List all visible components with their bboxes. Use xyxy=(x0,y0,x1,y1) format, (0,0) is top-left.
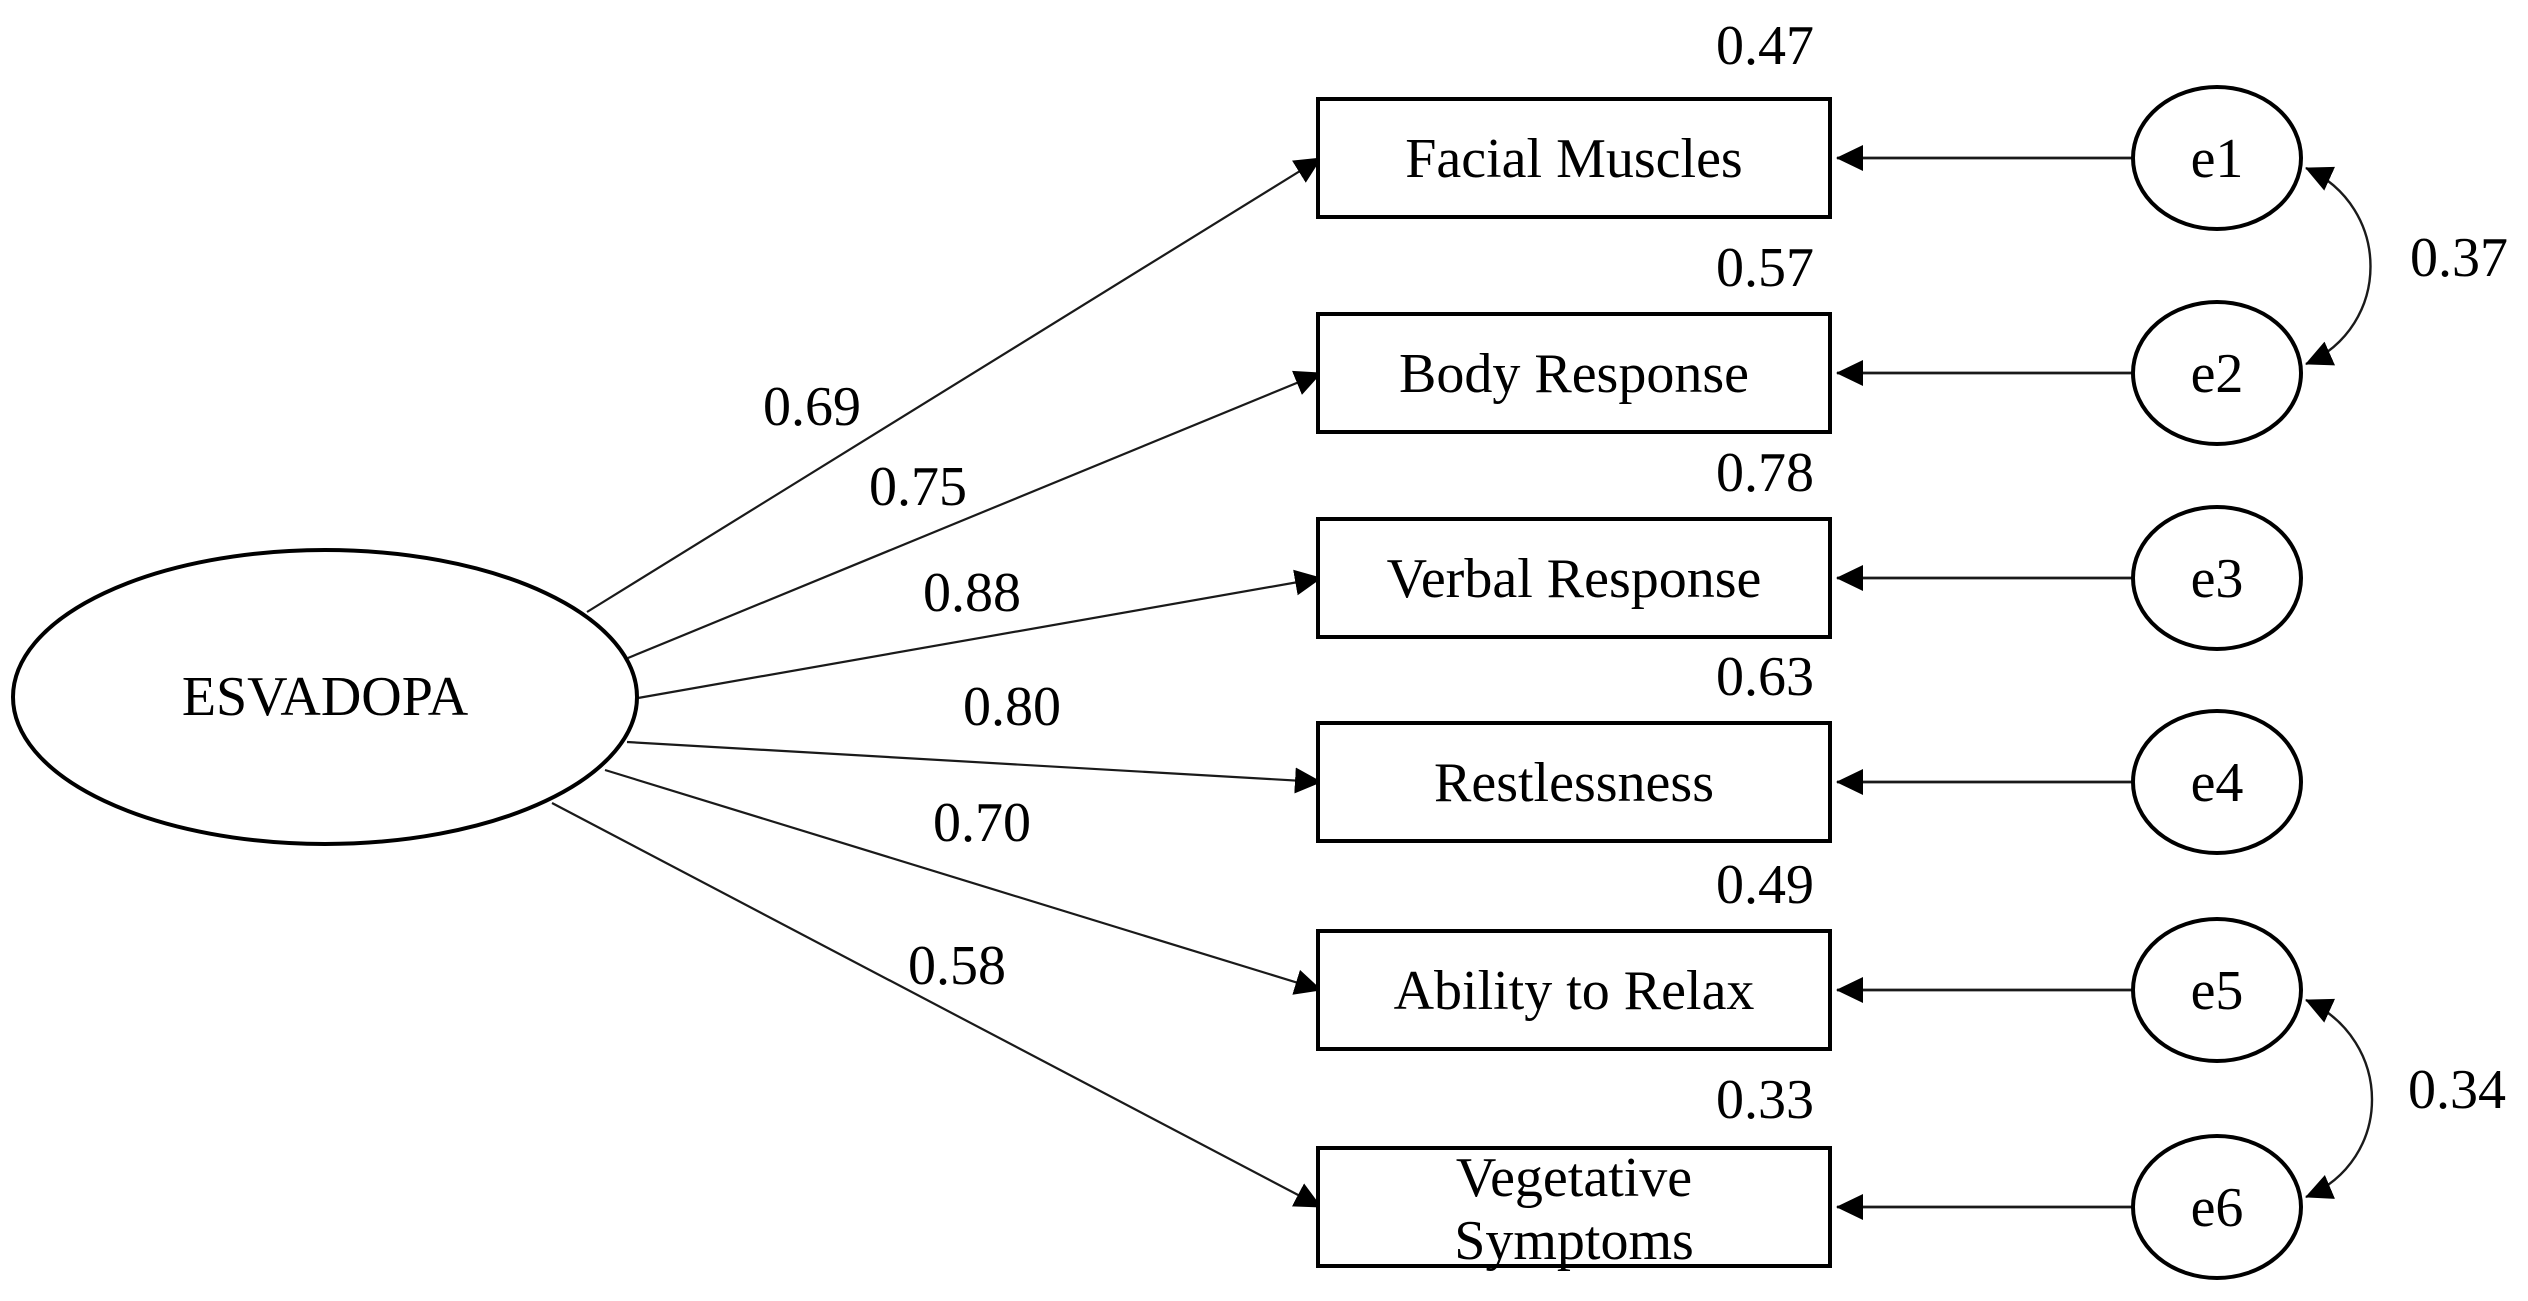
r2-value-labels: 0.47 0.57 0.78 0.63 0.49 0.33 xyxy=(1716,15,1814,1131)
loading-path-facial-muscles xyxy=(586,157,1322,613)
loading-value-restlessness: 0.80 xyxy=(963,676,1061,738)
indicator-label-body-response: Body Response xyxy=(1399,343,1749,405)
error-label-e2: e2 xyxy=(2191,343,2244,405)
latent-ellipse xyxy=(11,548,639,846)
loading-path-ability-to-relax xyxy=(604,768,1322,995)
loading-value-ability-to-relax: 0.70 xyxy=(933,792,1031,854)
indicator-box-facial-muscles xyxy=(1316,97,1832,219)
indicator-label-ability-to-relax: Ability to Relax xyxy=(1394,960,1755,1022)
indicator-box-body-response xyxy=(1316,312,1832,434)
error-circle-e4 xyxy=(2131,709,2303,855)
error-circle-e6 xyxy=(2131,1134,2303,1280)
r2-value-body-response: 0.57 xyxy=(1716,237,1814,299)
loading-path-restlessness xyxy=(626,740,1322,794)
latent-label: ESVADOPA xyxy=(182,666,469,728)
indicator-label-restlessness: Restlessness xyxy=(1434,752,1714,814)
loading-path-verbal-response xyxy=(637,569,1322,700)
covariance-arc-e5-e6 xyxy=(2305,998,2374,1199)
error-circle-e3 xyxy=(2131,505,2303,651)
r2-value-verbal-response: 0.78 xyxy=(1716,442,1814,504)
indicator-box-verbal-response xyxy=(1316,517,1832,639)
error-label-e4: e4 xyxy=(2191,752,2244,814)
indicator-label-vegetative-symptoms-line1: Vegetative xyxy=(1456,1147,1692,1209)
loading-value-facial-muscles: 0.69 xyxy=(763,376,861,438)
loading-value-body-response: 0.75 xyxy=(869,456,967,518)
indicator-label-verbal-response: Verbal Response xyxy=(1387,548,1762,610)
error-label-e5: e5 xyxy=(2191,960,2244,1022)
error-circle-e1 xyxy=(2131,85,2303,231)
r2-value-restlessness: 0.63 xyxy=(1716,646,1814,708)
covariance-arc-e1-e2 xyxy=(2305,166,2372,366)
error-label-e3: e3 xyxy=(2191,548,2244,610)
error-circle-e2 xyxy=(2131,300,2303,446)
indicator-box-vegetative-symptoms xyxy=(1316,1146,1832,1268)
r2-value-ability-to-relax: 0.49 xyxy=(1716,854,1814,916)
error-nodes: e1 e2 e3 e4 e5 e6 xyxy=(2131,85,2303,1280)
indicator-nodes: Facial Muscles Body Response Verbal Resp… xyxy=(1316,97,1832,1272)
indicator-label-vegetative-symptoms-line2: Symptoms xyxy=(1454,1210,1694,1272)
error-circle-e5 xyxy=(2131,917,2303,1063)
loading-path-body-response xyxy=(627,370,1322,660)
r2-value-facial-muscles: 0.47 xyxy=(1716,15,1814,77)
loading-value-labels: 0.69 0.75 0.88 0.80 0.70 0.58 xyxy=(763,376,1061,997)
r2-value-vegetative-symptoms: 0.33 xyxy=(1716,1069,1814,1131)
loading-paths xyxy=(551,157,1322,1208)
covariance-value-e1-e2: 0.37 xyxy=(2410,227,2508,289)
indicator-label-facial-muscles: Facial Muscles xyxy=(1405,128,1742,190)
error-label-e1: e1 xyxy=(2191,128,2244,190)
covariance-value-e5-e6: 0.34 xyxy=(2408,1059,2506,1121)
latent-node: ESVADOPA xyxy=(11,548,639,846)
error-paths xyxy=(1836,145,2132,1220)
indicator-box-restlessness xyxy=(1316,721,1832,843)
error-label-e6: e6 xyxy=(2191,1177,2244,1239)
loading-value-verbal-response: 0.88 xyxy=(923,562,1021,624)
loading-value-vegetative-symptoms: 0.58 xyxy=(908,935,1006,997)
covariance-value-labels: 0.37 0.34 xyxy=(2408,227,2508,1121)
error-covariance-arcs xyxy=(2305,166,2374,1199)
loading-path-vegetative-symptoms xyxy=(551,802,1322,1208)
indicator-box-ability-to-relax xyxy=(1316,929,1832,1051)
